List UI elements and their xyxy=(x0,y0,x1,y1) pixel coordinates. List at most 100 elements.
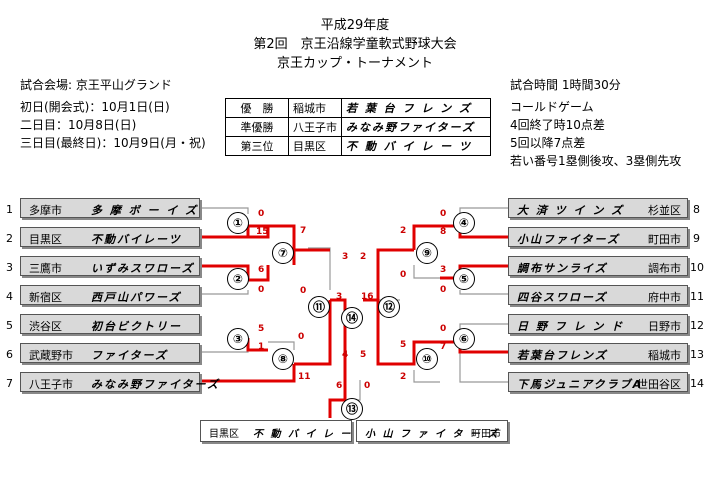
team-name: 西戸山パワーズ xyxy=(91,291,182,304)
page-title-tournament: 京王カップ・トーナメント xyxy=(276,56,433,71)
seed-number: 11 xyxy=(690,290,704,303)
team-city: 世田谷区 xyxy=(637,378,681,391)
seed-number: 10 xyxy=(690,261,704,274)
result-label: 第三位 xyxy=(225,136,289,156)
seed-number: 3 xyxy=(6,261,13,274)
team-box: 日 野 フ レ ン ド 日野市 xyxy=(508,314,688,334)
seed-number: 9 xyxy=(693,232,700,245)
team-city: 目黒区 xyxy=(209,429,239,440)
score: 2 xyxy=(360,252,367,262)
team-name: 若葉台フレンズ xyxy=(517,349,608,362)
team-name: 不 動 バ イ レ ー ツ xyxy=(253,429,370,440)
team-city: 新宿区 xyxy=(29,291,62,304)
team-name: 日 野 フ レ ン ド xyxy=(517,320,625,333)
page-title-event: 第2回 京王沿線学童軟式野球大会 xyxy=(253,37,457,52)
game-number-8: ⑧ xyxy=(272,348,294,370)
called-rule1-text: 4回終了時10点差 xyxy=(510,118,605,132)
side-rule-text: 若い番号1塁側後攻、3塁側先攻 xyxy=(510,154,682,168)
called-game-text: コールドゲーム xyxy=(510,100,594,114)
team-box: 武蔵野市 ファイターズ xyxy=(20,343,200,363)
team-box: 新宿区 西戸山パワーズ xyxy=(20,285,200,305)
day1-text: 初日(開会式)：10月1日(日) xyxy=(20,100,170,114)
day2-text: 二日目：10月8日(日) xyxy=(20,118,137,132)
game-number-9: ⑨ xyxy=(416,242,438,264)
team-city: 町田市 xyxy=(471,429,501,440)
team-city: 杉並区 xyxy=(648,204,681,217)
result-row-runner-up: 準優勝 八王子市 みなみ野ファイターズ xyxy=(225,117,491,137)
team-city: 三鷹市 xyxy=(29,262,62,275)
team-name: 下馬ジュニアクラブA xyxy=(517,378,644,391)
called-rule2-text: 5回以降7点差 xyxy=(510,136,586,150)
score: 0 xyxy=(440,285,447,295)
game-number-2: ② xyxy=(227,268,249,290)
game-number-3: ③ xyxy=(227,328,249,350)
game-number-13: ⑬ xyxy=(341,398,363,420)
score: 3 xyxy=(440,265,447,275)
score: 0 xyxy=(400,270,407,280)
result-row-champion: 優 勝 稲城市 若 葉 台 フ レ ン ズ xyxy=(225,98,491,118)
team-name: 多 摩 ボ ー イ ズ xyxy=(91,204,199,217)
team-name: 小 山 フ ァ イ タ ー ズ xyxy=(365,429,500,440)
game-number-6: ⑥ xyxy=(453,328,475,350)
seed-number: 8 xyxy=(693,203,700,216)
score: 16 xyxy=(361,292,374,302)
score: 3 xyxy=(336,292,343,302)
team-box: 八王子市 みなみ野ファイターズ xyxy=(20,372,218,392)
score: 2 xyxy=(400,372,407,382)
result-city: 目黒区 xyxy=(288,136,342,156)
team-city: 目黒区 xyxy=(29,233,62,246)
score: 6 xyxy=(336,381,343,391)
team-box: 若葉台フレンズ 稲城市 xyxy=(508,343,688,363)
game-number-10: ⑩ xyxy=(416,348,438,370)
score: 15 xyxy=(256,227,269,237)
team-name: ファイターズ xyxy=(91,349,169,362)
team-box: 目黒区 不動バイレーツ xyxy=(20,227,200,247)
score: 0 xyxy=(298,332,305,342)
score: 7 xyxy=(440,342,447,352)
venue-text: 試合会場: 京王平山グランド xyxy=(20,78,172,92)
score: 0 xyxy=(300,286,307,296)
team-city: 府中市 xyxy=(648,291,681,304)
team-city: 多摩市 xyxy=(29,204,62,217)
game-number-7: ⑦ xyxy=(272,242,294,264)
team-box: 渋谷区 初台ビクトリー xyxy=(20,314,200,334)
score: 0 xyxy=(258,209,265,219)
team-box: 多摩市 多 摩 ボ ー イ ズ xyxy=(20,198,200,218)
team-box: 調布サンライズ 調布市 xyxy=(508,256,688,276)
result-label: 優 勝 xyxy=(225,98,289,118)
score: 5 xyxy=(400,340,407,350)
day3-text: 三日目(最終日)：10月9日(月・祝) xyxy=(20,136,206,150)
score: 5 xyxy=(360,350,367,360)
score: 0 xyxy=(258,285,265,295)
score: 2 xyxy=(400,226,407,236)
team-city: 渋谷区 xyxy=(29,320,62,333)
team-city: 町田市 xyxy=(648,233,681,246)
page-title-year: 平成29年度 xyxy=(320,18,390,33)
team-city: 八王子市 xyxy=(29,378,73,391)
score: 5 xyxy=(258,324,265,334)
seed-number: 12 xyxy=(690,319,704,332)
seed-number: 2 xyxy=(6,232,13,245)
team-name: 小山ファイターズ xyxy=(517,233,621,246)
score: 0 xyxy=(440,324,447,334)
result-city: 稲城市 xyxy=(288,98,342,118)
seed-number: 13 xyxy=(690,348,704,361)
game-number-1: ① xyxy=(227,212,249,234)
team-name: みなみ野ファイターズ xyxy=(91,378,221,391)
game-number-12: ⑫ xyxy=(378,296,400,318)
team-box: 大 済 ツ イ ン ズ 杉並区 xyxy=(508,198,688,218)
team-box: 下馬ジュニアクラブA 世田谷区 xyxy=(508,372,688,392)
team-name: 四谷スワローズ xyxy=(517,291,608,304)
team-name: 初台ビクトリー xyxy=(91,320,182,333)
time-text: 試合時間 1時間30分 xyxy=(510,78,621,92)
score: 1 xyxy=(258,342,265,352)
team-name: 大 済 ツ イ ン ズ xyxy=(517,204,625,217)
score: 8 xyxy=(440,227,447,237)
team-city: 稲城市 xyxy=(648,349,681,362)
seed-number: 14 xyxy=(690,377,704,390)
game-number-11: ⑪ xyxy=(308,296,330,318)
score: 7 xyxy=(300,226,307,236)
game-number-14: ⑭ xyxy=(341,307,363,329)
score: 6 xyxy=(258,265,265,275)
team-name: 不動バイレーツ xyxy=(91,233,182,246)
